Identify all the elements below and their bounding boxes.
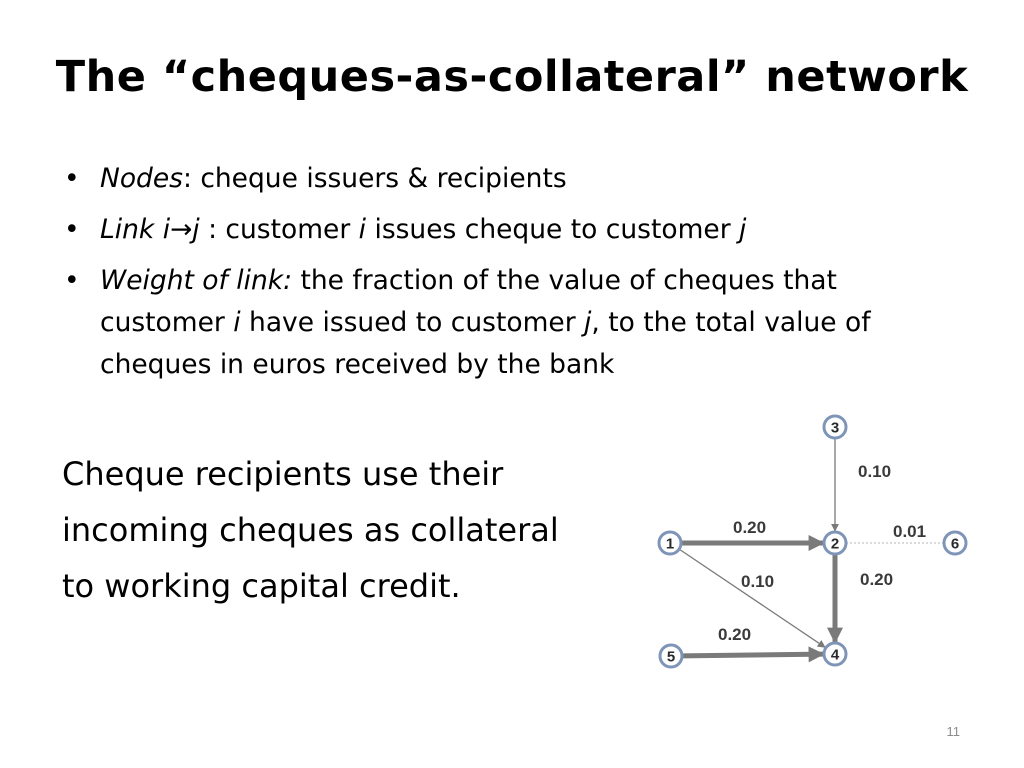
bullet-lead: Nodes [100,163,183,194]
collateral-paragraph: Cheque recipients use their incoming che… [62,446,622,614]
node-label: 2 [831,536,839,553]
bullet-text: : customer [199,214,359,245]
bullet-var-j: j [584,307,592,338]
edge-layer [678,438,943,663]
edge-weight-label: 0.20 [860,570,893,589]
bullet-text: issues cheque to customer [366,214,740,245]
node-4: 4 [822,641,848,667]
node-circle [822,530,848,556]
edge-weight-label: 0.10 [858,462,891,481]
node-label: 6 [951,536,959,553]
paragraph-line: incoming cheques as collateral [62,511,559,549]
bullet-text: , to the total value of cheques in euros… [100,307,871,380]
bullet-lead-prefix: Link i [100,214,171,245]
node-label: 4 [831,647,840,664]
bullet-lead: Weight of link: [100,265,293,296]
page-number: 11 [946,724,961,739]
paragraph-line: Cheque recipients use their [62,455,504,493]
bullet-text: the fraction of the value of cheques tha… [100,265,837,338]
slide-title: The “cheques-as-collateral” network [55,52,969,102]
paragraph-line: to working capital credit. [62,567,461,605]
edge-5-4 [681,646,825,663]
edge-weight-label: 0.10 [741,572,774,591]
node-circle [822,414,848,440]
node-1: 1 [657,530,683,556]
bullet-link: Link i→j : customer i issues cheque to c… [64,209,964,250]
bullet-lead-suffix: j [192,214,200,245]
bullet-text: : cheque issuers & recipients [182,163,567,194]
node-3: 3 [822,414,848,440]
node-circle [942,530,968,556]
cheque-network-diagram: 0.20 0.10 0.01 0.20 0.10 0.20 1 2 3 4 5 6 [657,414,968,669]
bullet-list: Nodes: cheque issuers & recipients Link … [64,158,964,396]
edge-weight-label: 0.01 [893,522,926,541]
node-label: 5 [667,649,675,666]
edge-weight-label: 0.20 [718,625,751,644]
edge-weight-label: 0.20 [733,518,766,537]
node-label: 3 [831,420,839,437]
node-layer: 1 2 3 4 5 6 [657,414,968,669]
node-circle [658,643,684,669]
node-5: 5 [658,643,684,669]
bullet-var-i: i [233,307,241,338]
bullet-text: have issued to customer [240,307,585,338]
arrow-icon: → [170,214,193,245]
node-6: 6 [942,530,968,556]
bullet-var-i: i [358,214,367,245]
node-circle [822,641,848,667]
bullet-var-j: j [739,214,747,245]
node-2: 2 [822,530,848,556]
weight-label-layer: 0.20 0.10 0.01 0.20 0.10 0.20 [718,462,926,644]
bullet-weight: Weight of link: the fraction of the valu… [64,260,964,386]
bullet-nodes: Nodes: cheque issuers & recipients [64,158,964,199]
edge-1-4 [678,548,826,648]
node-label: 1 [666,536,674,553]
node-circle [657,530,683,556]
